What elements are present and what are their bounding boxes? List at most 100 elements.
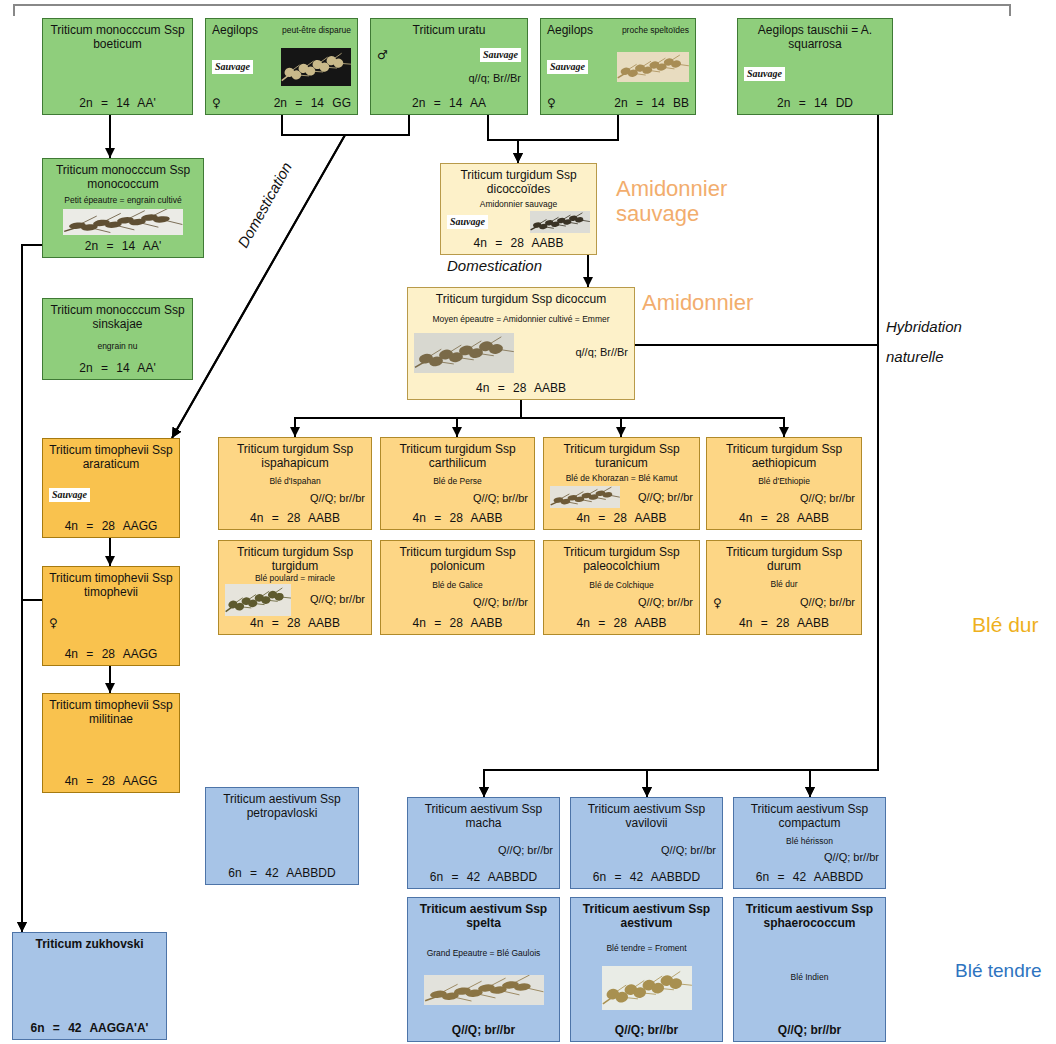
text-row: ♀2n = 14 BB [547, 96, 689, 110]
common-name: Blé tendre = Froment [577, 943, 716, 953]
awn [89, 227, 110, 232]
taxon-box: Triticum aestivum Ssp petropavloski 6n = … [205, 787, 359, 885]
photo-ground [602, 966, 692, 1010]
taxon-name: Triticum turgidum Ssp dicoccum [414, 292, 628, 306]
taxon-name: Triticum monocccum Ssp boeticum [49, 23, 186, 51]
text-row: Sauvage [547, 52, 689, 82]
genome-formula: 6n = 42 AABBDD [577, 870, 716, 884]
taxon-box: Triticum turgidum Ssp ispahapicumBlé d'I… [218, 437, 372, 530]
lineage-connector [22, 600, 42, 932]
ear-photo [617, 52, 689, 82]
genome-formula: 4n = 28 AABB [447, 236, 590, 250]
gene-notation: Q//Q; br//br [577, 1023, 716, 1037]
sex-symbol: ♀ [547, 96, 556, 110]
awn [621, 997, 637, 999]
photo-ground [424, 975, 544, 1005]
awn [279, 596, 291, 597]
taxon-name: Triticum aestivum Ssp spelta [414, 902, 553, 930]
ear-photo [414, 333, 514, 373]
annotation: Blé dur [972, 612, 1039, 637]
text-row: Aegilopsproche speltoïdes [547, 23, 689, 37]
taxon-name: Triticum monocccum Ssp sinskajae [49, 303, 186, 331]
taxon-name: Triticum timophevii Ssp timophevii [49, 571, 173, 599]
genome-formula: 4n = 28 AABB [550, 616, 693, 630]
taxon-box: Triticum turgidum Ssp carthilicumBlé de … [380, 437, 535, 530]
awn [474, 993, 495, 998]
taxon-name: Aegilops tauschii = A. squarrosa [744, 23, 886, 51]
taxon-name: Triticum turgidum Ssp ispahapicum [225, 442, 365, 470]
taxon-name: Triticum turgidum Ssp paleocolchium [550, 545, 693, 573]
gene-notation: Q//Q; br//br [740, 1023, 879, 1037]
genome-formula: 6n = 42 AABBDD [740, 870, 879, 884]
awn [496, 349, 514, 352]
taxon-name: Triticum zukhovski [19, 937, 160, 951]
gene-notation: Q//Q; br//br [498, 844, 553, 857]
common-name: Petit épeautre = engrain cultivé [49, 195, 197, 205]
genome-formula: 2n = 14 AA' [49, 96, 186, 110]
awn [647, 70, 660, 72]
ear-photo [602, 966, 692, 1010]
awn [456, 357, 474, 360]
taxon-name: Aegilops [212, 23, 258, 37]
gene-notation: Q//Q; br//br [824, 851, 879, 864]
genome-formula: 6n = 42 AABBDD [212, 866, 352, 880]
text-row: ♀Q//Q; br//br [713, 596, 855, 610]
lineage-connector [484, 345, 878, 797]
photo-ground [225, 584, 291, 616]
lineage-connector [488, 115, 518, 163]
genome-formula: 2n = 14 GG [274, 96, 351, 110]
wild-tag: Sauvage [744, 67, 785, 81]
sex-symbol: ♀ [49, 616, 58, 630]
awn [662, 67, 675, 69]
taxon-box: Triticum turgidum Ssp dicoccoïdesAmidonn… [440, 163, 597, 255]
awn [565, 502, 577, 504]
awn [633, 73, 646, 75]
taxon-name: Aegilops [547, 23, 593, 37]
lineage-connector [109, 666, 111, 693]
lineage-connector [295, 400, 521, 437]
genome-formula: 4n = 28 AABB [713, 616, 855, 630]
taxon-box: Triticum monocccum Ssp boeticum 2n = 14 A… [42, 18, 193, 115]
taxon-name: Triticum uratu [377, 23, 521, 37]
common-name: Blé de Colchique [550, 580, 693, 590]
awn [324, 66, 337, 68]
taxon-box: Triticum timophevii Ssp timophevii♀4n = … [42, 566, 180, 666]
photo-ground [63, 209, 183, 235]
text-row: ♀2n = 14 GG [212, 96, 351, 110]
awn [657, 988, 673, 990]
photo-ground [530, 211, 590, 233]
taxon-box: Triticum turgidum Ssp turgidumBlé poular… [218, 540, 372, 635]
taxon-name: Triticum aestivum Ssp compactum [740, 802, 879, 830]
taxon-name: Triticum turgidum Ssp aethiopicum [713, 442, 855, 470]
taxon-box: Triticum aestivum Ssp vaviloviiQ//Q; br/… [570, 797, 723, 889]
awn [579, 220, 590, 222]
taxon-name: Triticum turgidum Ssp carthilicum [387, 442, 528, 470]
common-name: Blé d'Ethiopie [713, 476, 855, 486]
text-row: Q//Q; br//br [225, 584, 365, 616]
gene-notation: Q//Q; br//br [473, 596, 528, 609]
annotation: Amidonnier sauvage [616, 176, 756, 226]
awn [676, 64, 689, 66]
taxon-box: Triticum aestivum Ssp compactumBlé héris… [733, 797, 886, 889]
taxon-name: Triticum aestivum Ssp petropavloski [212, 792, 352, 820]
taxon-box: Triticum turgidum Ssp aethiopicumBlé d'E… [706, 437, 862, 530]
ear-photo [424, 975, 544, 1005]
taxon-name: Triticum aestivum Ssp aestivum [577, 902, 716, 930]
ear-photo [63, 209, 183, 235]
annotation: Blé tendre [955, 958, 1042, 983]
awn [296, 74, 309, 76]
photo-ground [617, 52, 689, 82]
gene-notation: Q//Q; br//br [661, 844, 716, 857]
lineage-connector [587, 255, 589, 287]
wild-tag: Sauvage [212, 60, 253, 74]
awn [476, 353, 494, 356]
genome-formula: 4n = 28 AABB [225, 616, 365, 630]
common-name: engrain nu [49, 341, 186, 351]
ear-photo [281, 48, 351, 86]
common-name: Blé de Khorazan = Blé Kamut [550, 473, 693, 483]
taxon-name: Triticum turgidum Ssp durum [713, 545, 855, 573]
taxon-box: Triticum aestivum Ssp speltaGrand Epeaut… [407, 897, 560, 1042]
common-name: Blé Indien [740, 972, 879, 982]
taxon-box: Triticum turgidum Ssp paleocolchiumBlé d… [543, 540, 700, 635]
awn [161, 219, 182, 224]
